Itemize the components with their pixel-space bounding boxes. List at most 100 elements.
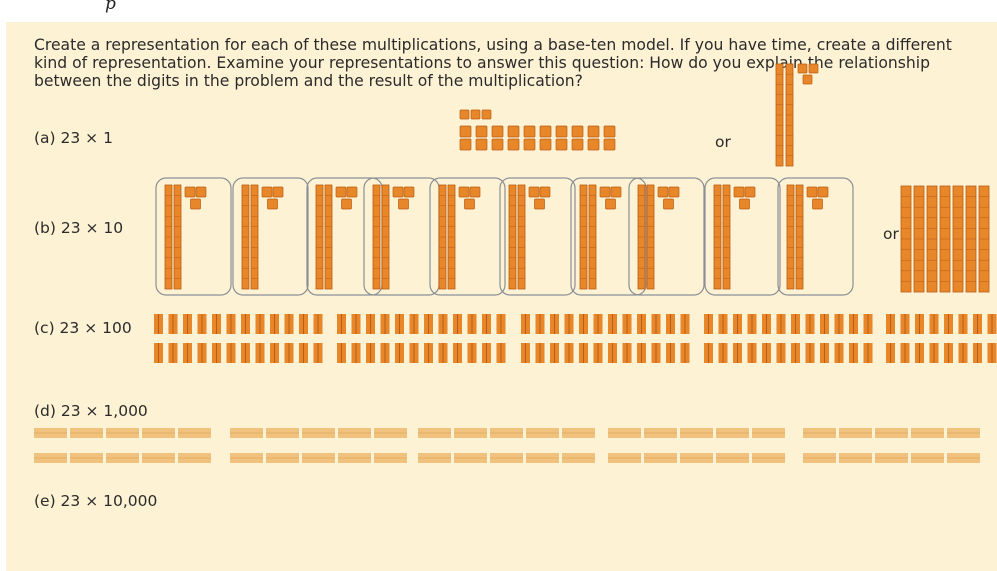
hundred-flat (188, 314, 192, 334)
hundred-flat (231, 343, 236, 363)
hundred-flat-edge (890, 343, 891, 363)
hundred-flat-edge (288, 343, 290, 363)
hundred-flat-edge (641, 343, 642, 363)
group-outline (628, 177, 705, 296)
hundred-flat (168, 343, 173, 363)
unit-cube (459, 125, 472, 138)
hundred-flat (458, 343, 462, 363)
ten-rod (713, 184, 722, 290)
hundred-flat (487, 314, 491, 334)
hundred-flat (467, 343, 472, 363)
hundred-flat (226, 343, 231, 363)
hundred-flat-edge (399, 314, 400, 334)
hundred-flat (781, 343, 786, 363)
hundred-flat-edge (809, 343, 811, 363)
hundred-flat (868, 343, 873, 363)
hundred-flat-edge (867, 343, 869, 363)
hundred-flat-edge (384, 314, 386, 334)
hundred-flat (963, 343, 968, 363)
hundred-flat-edge (977, 314, 978, 334)
hundred-flat (313, 343, 318, 363)
hundred-flat-edge (612, 343, 613, 363)
hundred-flat-edge (780, 343, 782, 363)
ten-rod (646, 184, 655, 290)
hundred-flat-edge (568, 343, 570, 363)
hundred-flat-edge (201, 343, 203, 363)
hundred-flat-edge (355, 314, 357, 334)
hundred-flat (767, 314, 771, 334)
hundred-flat (791, 343, 795, 363)
hundred-flat (834, 343, 839, 363)
header-fragment: p (105, 0, 116, 14)
hundred-flat-edge (766, 343, 767, 363)
hundred-flat (521, 343, 525, 363)
hundred-flat-edge (684, 343, 686, 363)
hundred-flat (622, 343, 627, 363)
ten-rod (381, 184, 390, 290)
hundred-flat-edge (216, 343, 217, 363)
hundred-flat-edge (809, 314, 811, 334)
hundred-flat-edge (201, 314, 203, 334)
hundred-flat-edge (824, 343, 825, 363)
ten-rod (978, 185, 990, 293)
hundred-flat-edge (413, 343, 415, 363)
hundred-flat (992, 343, 997, 363)
hundred-flat (255, 314, 260, 334)
hundred-flat-edge (867, 314, 869, 334)
hundred-flat (958, 314, 963, 334)
hundred-flat (685, 343, 690, 363)
hundred-flat (246, 343, 250, 363)
unit-cube (587, 138, 600, 151)
hundred-flat (680, 314, 685, 334)
ten-rod (173, 184, 182, 290)
hundred-flat (891, 314, 895, 334)
hundred-flat (622, 314, 627, 334)
hundred-flat (564, 343, 569, 363)
hundred-flat (183, 314, 187, 334)
unit-cube (184, 186, 196, 198)
hundred-flat-edge (684, 314, 686, 334)
hundred-flat (810, 314, 815, 334)
hundred-flat (424, 314, 428, 334)
ten-rod (913, 185, 925, 293)
hundred-flat (666, 343, 670, 363)
hundred-flat (584, 314, 588, 334)
problem-d-label: (d) 23 × 1,000 (34, 402, 148, 420)
unit-cube (603, 125, 616, 138)
hundred-flat-edge (303, 314, 304, 334)
hundred-flat (854, 314, 858, 334)
unit-cube (528, 186, 540, 198)
hundred-flat (651, 343, 656, 363)
hundred-flat-edge (172, 343, 174, 363)
hundred-flat (929, 343, 934, 363)
ten-rod (372, 184, 381, 290)
unit-cube (195, 186, 207, 198)
ten-rod (315, 184, 324, 290)
hundred-flat (920, 343, 924, 363)
unit-cube (668, 186, 680, 198)
hundred-flat (776, 343, 781, 363)
hundred-flat (414, 314, 419, 334)
unit-cube (272, 186, 284, 198)
unit-cube (459, 109, 470, 120)
hundred-flat (526, 343, 530, 363)
hundred-flat (366, 343, 370, 363)
hundred-flat (958, 343, 963, 363)
unit-cube (469, 186, 481, 198)
hundred-flat (642, 343, 646, 363)
unit-cube (491, 125, 504, 138)
hundred-flat-edge (626, 343, 628, 363)
hundred-flat-edge (274, 343, 275, 363)
unit-cube (398, 198, 409, 210)
hundred-flat-edge (948, 314, 949, 334)
hundred-flat (351, 314, 356, 334)
hundred-flat (569, 314, 574, 334)
hundred-flat-edge (428, 343, 429, 363)
hundred-flat (212, 343, 216, 363)
hundred-flat-edge (259, 314, 261, 334)
hundred-flat (501, 314, 506, 334)
hundred-flat (424, 343, 428, 363)
unit-cube (657, 186, 669, 198)
hundred-flat-edge (341, 314, 342, 334)
hundred-flat (260, 343, 265, 363)
